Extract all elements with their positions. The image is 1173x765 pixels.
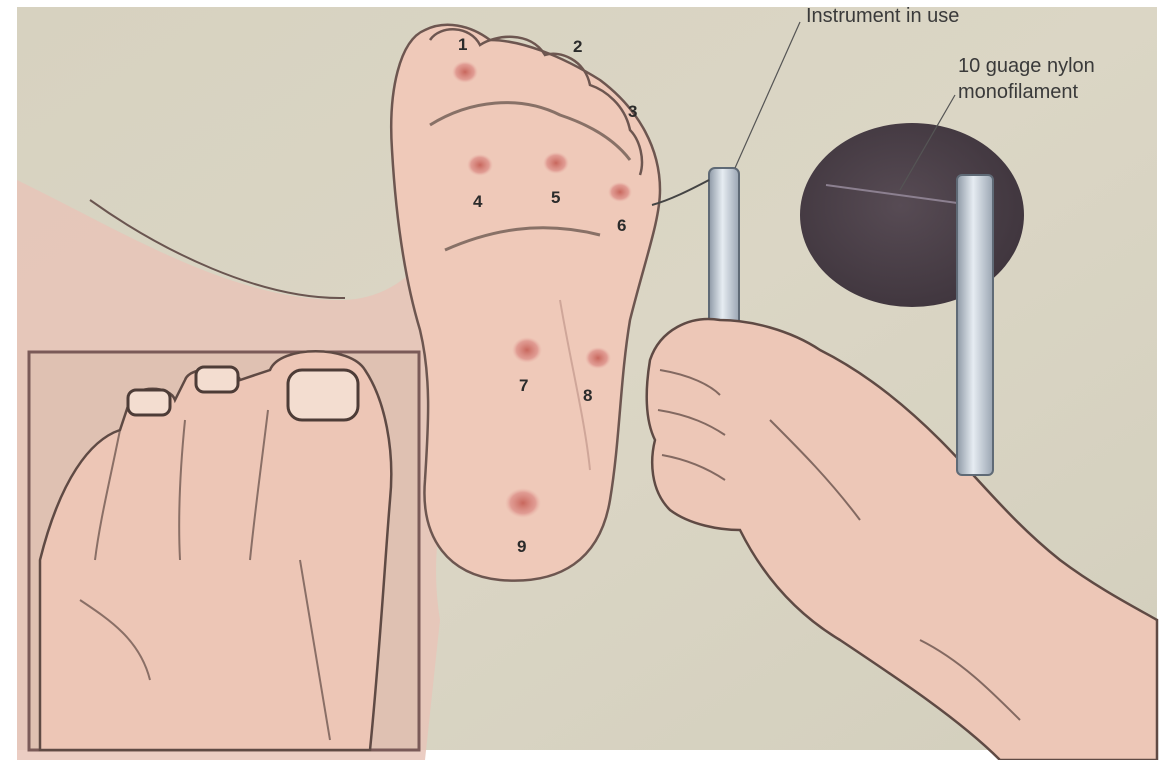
site-marker-4 <box>467 154 493 176</box>
monofilament-label-line1: 10 guage nylon <box>958 55 1095 77</box>
monofilament-handle <box>957 175 993 475</box>
inset-toenail-2 <box>196 367 238 392</box>
site-marker-6 <box>608 182 632 202</box>
site-marker-1 <box>452 61 478 83</box>
site-label-7: 7 <box>519 376 528 395</box>
site-label-2: 2 <box>573 37 582 56</box>
site-marker-8 <box>585 347 611 369</box>
site-marker-9 <box>505 488 541 518</box>
inset-toenail-3 <box>128 390 170 415</box>
site-label-9: 9 <box>517 537 526 556</box>
site-label-1: 1 <box>458 35 467 54</box>
site-label-6: 6 <box>617 216 626 235</box>
monofilament-label-line2: monofilament <box>958 81 1079 103</box>
site-label-3: 3 <box>628 102 637 121</box>
dorsal-foot-inset <box>29 351 419 750</box>
instrument-label: Instrument in use <box>806 5 959 27</box>
site-marker-5 <box>543 152 569 174</box>
site-label-8: 8 <box>583 386 592 405</box>
inset-toenail-big <box>288 370 358 420</box>
site-marker-7 <box>512 337 542 363</box>
site-label-5: 5 <box>551 188 560 207</box>
site-label-4: 4 <box>473 192 483 211</box>
